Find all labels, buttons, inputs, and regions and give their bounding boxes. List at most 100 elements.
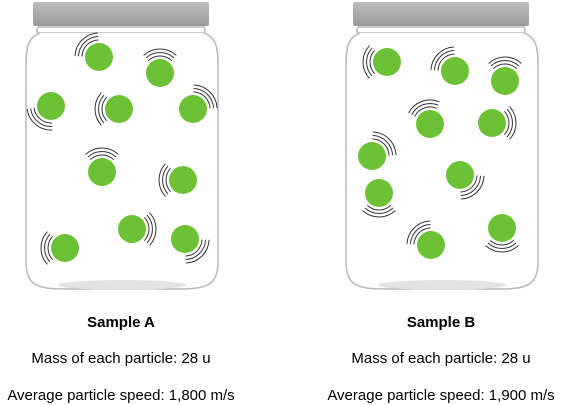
particle-dot [416,110,444,138]
particle-a [85,147,119,186]
particle-a [158,163,197,197]
motion-line [367,205,391,211]
motion-line [485,245,519,253]
particle-b [478,106,517,140]
motion-line [488,56,522,64]
particle-dot [491,67,519,95]
sample-a-speed: Average particle speed: 1,800 m/s [7,387,235,404]
motion-line [406,220,431,245]
particle-a [171,225,210,264]
motion-line [94,92,102,126]
sample-b-speed: Average particle speed: 1,900 m/s [327,387,555,404]
particle-dot [179,95,207,123]
particle-b [406,220,445,259]
motion-line [193,88,214,109]
particle-dot [171,225,199,253]
particle-dot [169,166,197,194]
motion-line [193,84,218,109]
particle-a [74,32,113,71]
particle-dot [85,43,113,71]
jar-lid-a [33,2,209,26]
particle-b [485,214,519,253]
motion-line [490,240,514,246]
motion-line [44,233,51,263]
particle-dot [146,59,174,87]
particle-dot [37,92,65,120]
particle-dot [105,95,133,123]
particle-b [430,46,469,85]
motion-line [414,106,437,117]
motion-line [162,165,169,195]
motion-line [81,39,99,57]
particle-b [362,179,396,218]
motion-line [506,108,513,138]
particle-a [143,48,177,87]
particle-a [179,84,218,123]
particle-a [118,212,157,246]
motion-line [33,107,53,124]
particle-dot [373,48,401,76]
particle-dot [365,179,393,207]
motion-line [408,99,440,114]
particle-b [488,56,522,95]
particle-b [446,161,485,200]
motion-line [30,108,53,128]
particle-dot [118,215,146,243]
motion-line [101,97,107,121]
motion-line [410,224,431,245]
motion-line [504,111,510,135]
jar-shadow-b [378,280,506,290]
diagram [25,2,539,290]
motion-line [411,103,439,115]
motion-line [158,163,166,197]
motion-line [87,151,117,158]
motion-line [362,45,370,79]
sample-a-title: Sample A [87,314,155,331]
particle-dot [441,57,469,85]
motion-line [98,94,105,124]
motion-line [490,60,520,67]
motion-line [509,106,517,140]
motion-line [149,212,157,246]
jar-shadow-a [58,280,186,290]
particle-dot [51,234,79,262]
motion-line [434,50,455,71]
motion-line [493,63,517,69]
motion-line [460,175,485,200]
motion-line [47,236,53,260]
motion-line [185,239,206,260]
sample-b-title: Sample B [406,314,476,331]
particle-dot [417,231,445,259]
particle-dot [358,142,386,170]
motion-line [26,108,53,131]
motion-line [143,48,177,56]
motion-line [185,239,210,264]
particle-dot [446,161,474,189]
motion-line [78,36,99,57]
motion-line [362,210,396,218]
jar-lid-b [353,2,529,26]
motion-line [364,207,394,214]
particle-b [408,99,444,138]
motion-line [372,138,390,156]
particle-a [26,92,65,131]
jar-sample-b [345,2,539,290]
motion-line [193,91,211,109]
particle-a [94,92,133,126]
motion-line [460,175,481,196]
motion-line [413,227,431,245]
motion-line [146,214,153,244]
jar-sample-a [25,2,219,290]
motion-line [372,135,393,156]
jar-rim-a [36,26,206,34]
particle-dot [88,158,116,186]
jar-rim-b [356,26,526,34]
motion-line [430,46,455,71]
motion-line [372,131,397,156]
motion-line [460,175,478,193]
motion-line [90,154,114,160]
motion-line [144,217,150,241]
motion-line [369,50,375,74]
motion-line [437,53,455,71]
motion-line [487,242,517,249]
